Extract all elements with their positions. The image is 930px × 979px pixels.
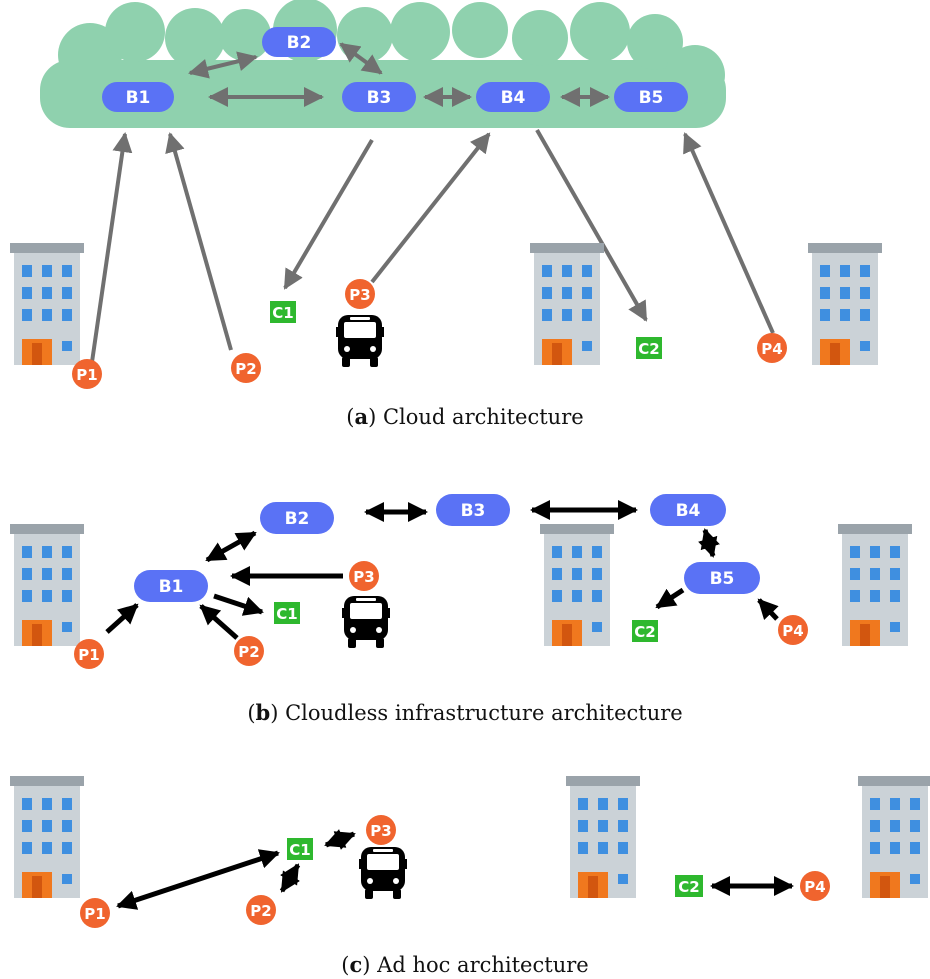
- svg-text:C2: C2: [678, 878, 699, 896]
- consumer-node: C1: [287, 838, 313, 860]
- building-icon: [530, 243, 604, 365]
- broker-node: B2: [260, 502, 334, 534]
- direct-links: [116, 829, 794, 910]
- panel-c: C1 C2 P1 P2 P3 P4 (c) Ad hoc architectur…: [10, 776, 930, 977]
- broker-node: B4: [476, 82, 550, 112]
- producer-node: P2: [234, 636, 264, 666]
- svg-text:B3: B3: [461, 501, 486, 521]
- producer-node: P3: [366, 815, 396, 845]
- producer-node: P4: [778, 615, 808, 645]
- producer-node: P3: [349, 561, 379, 591]
- svg-text:C1: C1: [272, 304, 293, 322]
- broker-node: B4: [650, 494, 726, 526]
- panel-a: B1 B2 B3 B4 B5 C1 C2 P1: [10, 0, 882, 429]
- building-icon: [10, 243, 84, 365]
- producer-node: P1: [80, 898, 110, 928]
- svg-text:B5: B5: [710, 569, 735, 589]
- svg-text:P1: P1: [84, 905, 105, 923]
- consumer-node: C2: [675, 875, 703, 897]
- svg-text:P4: P4: [761, 340, 782, 358]
- svg-text:P3: P3: [353, 568, 374, 586]
- producer-node: P1: [74, 639, 104, 669]
- bus-icon: [342, 596, 390, 648]
- bus-icon: [359, 847, 407, 899]
- producer-node: P3: [345, 279, 375, 309]
- direct-links: [105, 500, 779, 640]
- bus-icon: [336, 315, 384, 367]
- broker-node: B5: [614, 82, 688, 112]
- producer-node: P4: [757, 333, 787, 363]
- building-icon: [566, 776, 640, 898]
- building-icon: [858, 776, 930, 898]
- building-icon: [10, 524, 84, 646]
- producer-node: P4: [800, 871, 830, 901]
- panel-b: B1 B2 B3 B4 B5 C1 C2 P1: [10, 494, 912, 725]
- broker-node: B5: [684, 562, 760, 594]
- svg-text:B4: B4: [676, 501, 701, 521]
- broker-node: B3: [342, 82, 416, 112]
- svg-text:P2: P2: [238, 643, 259, 661]
- building-icon: [540, 524, 614, 646]
- consumer-node: C2: [632, 620, 658, 642]
- svg-text:B2: B2: [285, 509, 310, 529]
- building-icon: [808, 243, 882, 365]
- svg-text:P2: P2: [235, 360, 256, 378]
- svg-text:C1: C1: [276, 605, 297, 623]
- consumer-node: C2: [636, 337, 662, 359]
- svg-text:B1: B1: [159, 577, 184, 597]
- svg-text:P1: P1: [76, 366, 97, 384]
- producer-node: P2: [246, 895, 276, 925]
- producer-node: P2: [231, 353, 261, 383]
- svg-text:C1: C1: [289, 841, 310, 859]
- svg-text:B4: B4: [501, 88, 526, 108]
- svg-text:P1: P1: [78, 646, 99, 664]
- svg-text:B2: B2: [287, 33, 312, 53]
- broker-node: B1: [134, 570, 208, 602]
- svg-text:B3: B3: [367, 88, 392, 108]
- caption-a: (a) Cloud architecture: [346, 404, 583, 429]
- svg-text:P2: P2: [250, 902, 271, 920]
- svg-text:P4: P4: [804, 878, 825, 896]
- svg-text:C2: C2: [634, 623, 655, 641]
- svg-text:B1: B1: [126, 88, 151, 108]
- svg-text:C2: C2: [638, 340, 659, 358]
- consumer-node: C1: [274, 602, 300, 624]
- consumer-node: C1: [270, 301, 296, 323]
- broker-node: B3: [436, 494, 510, 526]
- svg-text:P3: P3: [349, 286, 370, 304]
- svg-text:P3: P3: [370, 822, 391, 840]
- building-icon: [10, 776, 84, 898]
- producer-node: P1: [72, 359, 102, 389]
- cloud-links: [90, 42, 775, 363]
- svg-text:B5: B5: [639, 88, 664, 108]
- building-icon: [838, 524, 912, 646]
- caption-c: (c) Ad hoc architecture: [341, 952, 588, 977]
- broker-node: B1: [102, 82, 174, 112]
- broker-node: B2: [262, 27, 336, 57]
- svg-text:P4: P4: [782, 622, 803, 640]
- caption-b: (b) Cloudless infrastructure architectur…: [247, 700, 682, 725]
